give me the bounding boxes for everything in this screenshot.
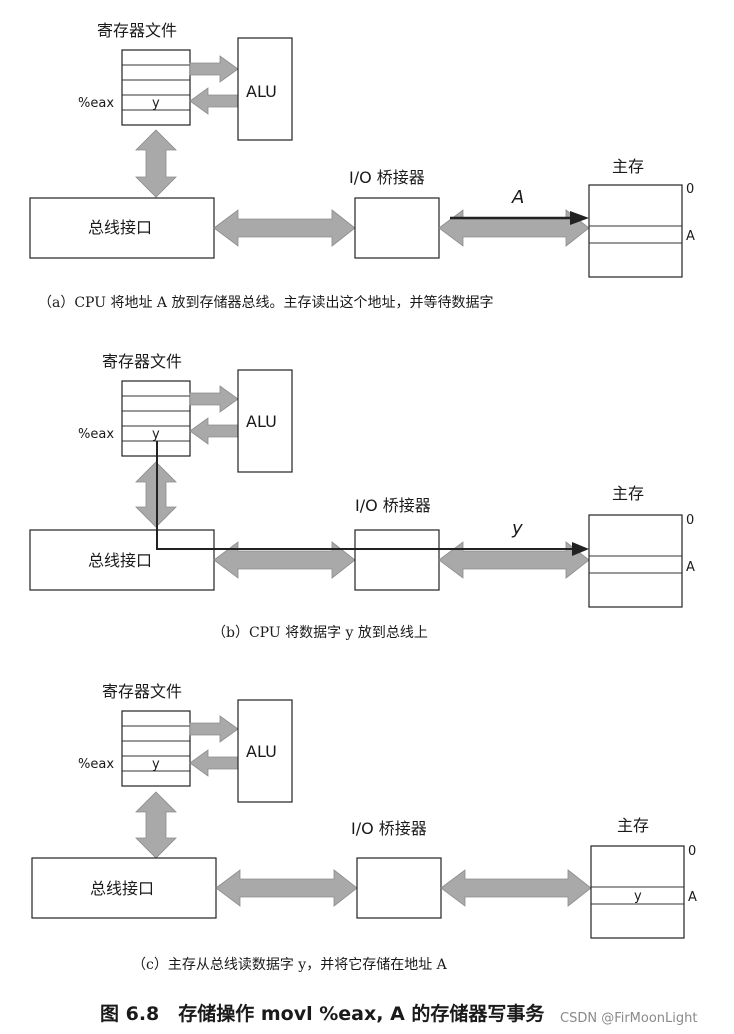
alu-to-register-arrow-a (189, 87, 239, 115)
main-memory-label-c: 主存 (617, 816, 649, 835)
register-file-a (121, 49, 191, 126)
address-0-label-c: 0 (688, 844, 696, 859)
address-A-label-a: A (686, 229, 695, 244)
io-bridge-box-c (356, 857, 442, 919)
system-bus-arrow-b (213, 541, 356, 579)
eax-label-a: %eax (78, 96, 114, 111)
caption-c: （c）主存从总线读数据字 y，并将它存储在地址 A (132, 956, 448, 973)
alu-to-register-arrow-c (189, 749, 239, 777)
register-file-label-a: 寄存器文件 (97, 21, 177, 40)
address-a-signal-arrow (450, 211, 589, 225)
alu-label-c: ALU (246, 742, 277, 761)
io-bridge-label-a: I/O 桥接器 (349, 168, 425, 187)
figure-caption: 图 6.8 存储操作 movl %eax, A 的存储器写事务 (100, 1002, 545, 1025)
panel-b: 寄存器文件 %eax y ALU 总线接口 I/O 桥接器 (29, 352, 695, 641)
alu-to-register-arrow-b (189, 417, 239, 445)
io-bridge-label-c: I/O 桥接器 (351, 819, 427, 838)
main-memory-c (590, 845, 685, 939)
main-memory-b (588, 514, 683, 608)
register-to-alu-arrow-c (189, 715, 239, 743)
main-memory-a (588, 184, 683, 278)
address-0-label-a: 0 (686, 182, 694, 197)
memory-bus-arrow-b (438, 541, 590, 579)
eax-label-b: %eax (78, 427, 114, 442)
eax-label-c: %eax (78, 757, 114, 772)
system-bus-arrow-a (213, 209, 356, 247)
memory-bus-arrow-c (440, 869, 592, 907)
address-0-label-b: 0 (686, 513, 694, 528)
bus-interface-label-a: 总线接口 (88, 218, 152, 237)
register-value-y-b: y (152, 427, 160, 442)
register-to-alu-arrow-a (189, 55, 239, 83)
address-A-label-b: A (686, 560, 695, 575)
address-A-label-c: A (688, 890, 697, 905)
alu-label-b: ALU (246, 412, 277, 431)
register-value-y-a: y (152, 96, 160, 111)
register-file-label-b: 寄存器文件 (102, 352, 182, 371)
register-value-y-c: y (152, 757, 160, 772)
bus-interface-box-c (31, 857, 217, 919)
alu-box-a (237, 37, 293, 141)
panel-c: 寄存器文件 %eax y ALU 总线接口 I/O 桥接器 主 (31, 682, 697, 973)
main-memory-label-b: 主存 (612, 484, 644, 503)
io-bridge-box-b (354, 529, 440, 591)
memory-bus-arrow-a (438, 209, 590, 247)
register-bus-arrow-c (135, 791, 177, 859)
watermark: CSDN @FirMoonLight (560, 1011, 698, 1026)
data-y-signal-path (156, 441, 589, 556)
memory-value-y-c: y (634, 889, 642, 904)
bus-interface-label-c: 总线接口 (90, 879, 154, 898)
alu-box-c (237, 699, 293, 803)
alu-box-b (237, 369, 293, 473)
system-bus-arrow-c (215, 869, 358, 907)
bus-value-y-label: y (511, 518, 523, 539)
panel-a: 寄存器文件 %eax y ALU 总线接口 I/O 桥接器 (29, 21, 695, 311)
io-bridge-label-b: I/O 桥接器 (355, 496, 431, 515)
register-bus-arrow-a (135, 129, 177, 198)
alu-label-a: ALU (246, 82, 277, 101)
bus-interface-box-b (29, 529, 215, 591)
bus-interface-label-b: 总线接口 (88, 551, 152, 570)
bus-interface-box-a (29, 197, 215, 259)
register-file-label-c: 寄存器文件 (102, 682, 182, 701)
bus-value-a-label: A (511, 187, 524, 208)
main-memory-label-a: 主存 (612, 157, 644, 176)
caption-b: （b）CPU 将数据字 y 放到总线上 (212, 625, 428, 641)
caption-a: （a）CPU 将地址 A 放到存储器总线。主存读出这个地址，并等待数据字 (38, 294, 494, 311)
register-file-c (121, 710, 191, 787)
register-to-alu-arrow-b (189, 385, 239, 413)
io-bridge-box-a (354, 197, 440, 259)
